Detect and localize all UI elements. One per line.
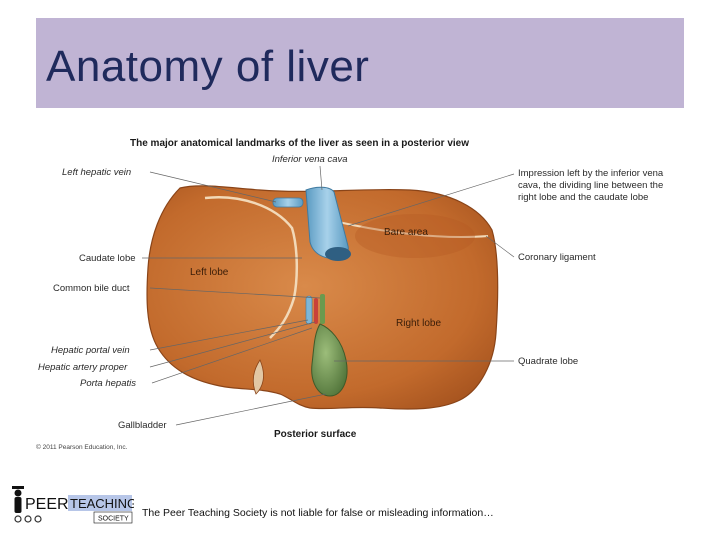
label-left-hepatic-vein: Left hepatic vein	[62, 167, 131, 178]
title-bar: Anatomy of liver	[36, 18, 684, 108]
slide-title: Anatomy of liver	[46, 42, 370, 91]
leader-hepatic-artery-proper	[149, 321, 316, 368]
leader-ivc	[319, 165, 323, 191]
leader-common-bile-duct	[149, 287, 321, 299]
label-porta-hepatis: Porta hepatis	[80, 378, 136, 389]
leader-gallbladder	[175, 393, 327, 426]
disclaimer-text: The Peer Teaching Society is not liable …	[142, 507, 494, 519]
label-impression-line1: Impression left by the inferior vena	[518, 168, 664, 179]
label-common-bile-duct: Common bile duct	[53, 283, 130, 294]
logo-word-society: SOCIETY	[98, 516, 129, 523]
logo-word-teaching: TEACHING	[70, 496, 134, 511]
label-impression-line2: cava, the dividing line between the	[518, 180, 663, 191]
peer-teaching-society-logo: PEER TEACHING SOCIETY	[10, 482, 137, 526]
hepatic-artery-shape	[314, 298, 318, 324]
label-hepatic-artery-proper: Hepatic artery proper	[38, 362, 128, 373]
ivc-opening	[325, 247, 351, 261]
person-icon	[14, 489, 22, 497]
logo-word-peer: PEER	[25, 496, 69, 513]
label-hepatic-portal-vein: Hepatic portal vein	[51, 345, 130, 356]
logo-teaching-band	[68, 495, 132, 511]
leader-impression	[347, 173, 515, 227]
leader-hepatic-portal-vein	[149, 319, 309, 351]
mortarboard-icon	[12, 486, 24, 489]
liver-figure: The major anatomical landmarks of the li…	[30, 128, 690, 458]
coronary-ligament-shape	[329, 219, 489, 239]
fissure-line	[204, 196, 299, 339]
bare-area-shape	[355, 214, 475, 258]
label-right-lobe: Right lobe	[396, 318, 441, 329]
portal-vein-shape	[305, 295, 313, 325]
label-quadrate-lobe: Quadrate lobe	[518, 356, 578, 367]
leader-coronary-ligament	[485, 235, 515, 258]
gallbladder-shape	[311, 323, 348, 397]
label-posterior-surface: Posterior surface	[274, 429, 357, 440]
left-hepatic-vein-shape	[272, 197, 304, 208]
label-gallbladder: Gallbladder	[118, 420, 167, 431]
label-coronary-ligament: Coronary ligament	[518, 252, 596, 263]
figure-heading: The major anatomical landmarks of the li…	[130, 138, 469, 149]
leader-left-hepatic-vein	[149, 171, 277, 203]
label-caudate-lobe: Caudate lobe	[79, 253, 136, 264]
label-bare-area: Bare area	[384, 227, 428, 238]
leader-porta-hepatis	[151, 327, 313, 384]
label-impression-line3: right lobe and the caudate lobe	[518, 192, 648, 203]
group-figures-icon	[14, 515, 42, 523]
label-left-lobe: Left lobe	[190, 267, 229, 278]
bile-duct-shape	[320, 294, 325, 324]
label-inferior-vena-cava: Inferior vena cava	[272, 154, 348, 165]
ligament-tip	[252, 359, 264, 395]
figure-copyright: © 2011 Pearson Education, Inc.	[36, 443, 128, 451]
